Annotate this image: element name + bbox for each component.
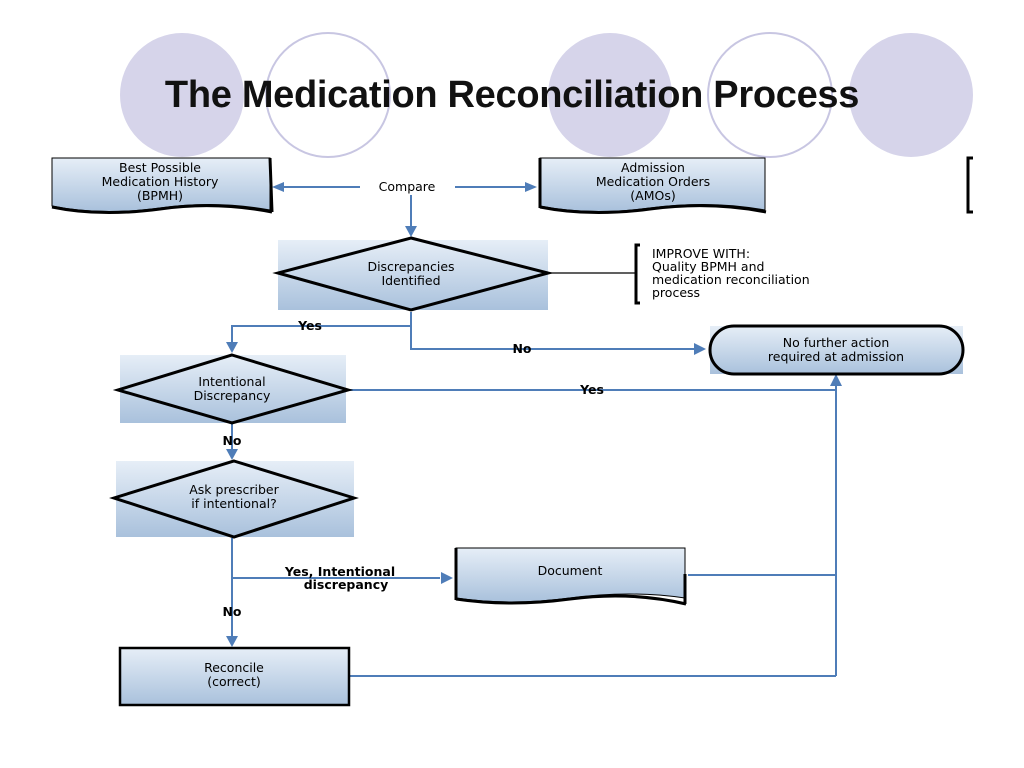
amos-line-2: Medication Orders	[596, 174, 710, 189]
ask-prescriber-line-1: Ask prescriber	[189, 482, 279, 497]
edge-bracket	[966, 156, 973, 214]
reconcile-line-2: (correct)	[207, 674, 261, 689]
bpmh-line-3: (BPMH)	[137, 188, 183, 203]
improve-note-line-4: process	[652, 285, 700, 300]
compare-label: Compare	[379, 179, 436, 194]
reconcile-box: Reconcile (correct)	[118, 646, 351, 707]
discrepancies-line-2: Identified	[381, 273, 440, 288]
decor-circle-2	[265, 32, 391, 158]
intentional-discrepancy-diamond: Intentional Discrepancy	[112, 353, 354, 425]
amos-line-3: (AMOs)	[630, 188, 675, 203]
improve-note-line-2: Quality BPMH and	[652, 259, 764, 274]
no-further-action-terminator: No further action required at admission	[708, 324, 965, 376]
yes-label-2: Yes	[579, 382, 604, 397]
decor-circle-5	[849, 33, 973, 157]
no-further-action-line-2: required at admission	[768, 349, 904, 364]
reconcile-line-1: Reconcile	[204, 660, 264, 675]
improve-note-line-3: medication reconciliation	[652, 272, 810, 287]
discrepancies-identified-diamond: Discrepancies Identified	[272, 236, 554, 312]
improve-note: IMPROVE WITH: Quality BPMH and medicatio…	[634, 243, 810, 305]
amos-box: Admission Medication Orders (AMOs)	[538, 157, 767, 215]
connectors	[226, 182, 842, 677]
yes-label-1: Yes	[297, 318, 322, 333]
no-label-2: No	[222, 433, 241, 448]
header-circles-decoration	[120, 32, 973, 158]
no-label-3: No	[222, 604, 241, 619]
ask-prescriber-line-2: if intentional?	[191, 496, 276, 511]
decor-circle-4	[707, 32, 833, 158]
decor-circle-1	[120, 33, 244, 157]
bpmh-box: Best Possible Medication History (BPMH)	[51, 157, 274, 215]
no-further-action-line-1: No further action	[783, 335, 890, 350]
slide-title: The Medication Reconciliation Process	[164, 74, 860, 116]
amos-line-1: Admission	[621, 160, 685, 175]
bpmh-line-2: Medication History	[102, 174, 219, 189]
document-box: Document	[454, 547, 687, 606]
no-label-1: No	[512, 341, 531, 356]
yes-intentional-line-1: Yes, Intentional	[284, 564, 395, 579]
discrepancies-line-1: Discrepancies	[367, 259, 454, 274]
intentional-line-2: Discrepancy	[194, 388, 271, 403]
decor-circle-3	[548, 33, 672, 157]
intentional-line-1: Intentional	[198, 374, 265, 389]
bpmh-line-1: Best Possible	[119, 160, 201, 175]
yes-intentional-line-2: discrepancy	[304, 577, 389, 592]
ask-prescriber-diamond: Ask prescriber if intentional?	[109, 459, 359, 539]
improve-note-line-1: IMPROVE WITH:	[652, 246, 750, 261]
document-label: Document	[538, 563, 603, 578]
